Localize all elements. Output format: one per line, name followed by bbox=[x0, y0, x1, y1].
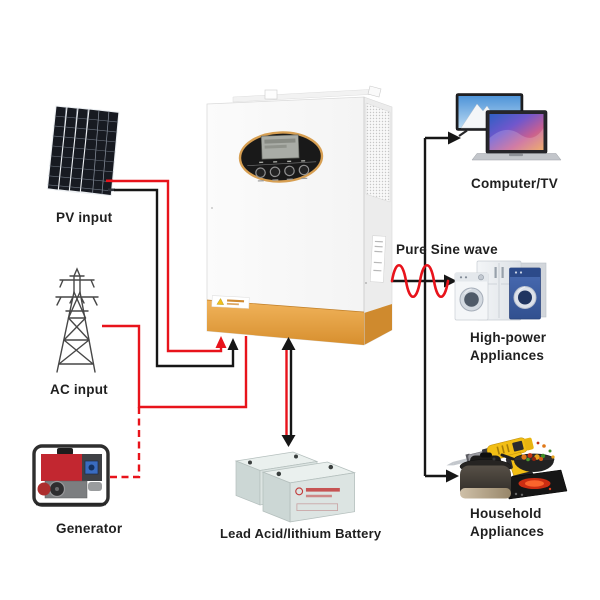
induction-cooker-icon bbox=[502, 469, 568, 500]
inverter-display bbox=[238, 131, 324, 183]
power-tower-icon bbox=[55, 267, 99, 373]
household-label-line2: Appliances bbox=[470, 523, 545, 539]
generator-icon bbox=[32, 444, 110, 507]
high-power-label-line2: Appliances bbox=[470, 347, 545, 363]
pv-wire-red bbox=[112, 179, 227, 353]
battery-icon bbox=[234, 451, 357, 523]
battery-arrow bbox=[281, 337, 296, 447]
inverter-icon bbox=[206, 85, 393, 346]
rice-cooker-icon bbox=[459, 452, 512, 499]
wok-icon bbox=[500, 441, 555, 472]
warning-label bbox=[211, 295, 250, 309]
sine-wave-icon bbox=[390, 263, 450, 299]
laptop-icon bbox=[471, 110, 562, 161]
washer-icon bbox=[454, 272, 489, 321]
high-power-label-line1: High-power bbox=[470, 330, 547, 345]
household-label: Household Appliances bbox=[470, 505, 544, 540]
high-power-appliances-icon bbox=[454, 260, 547, 321]
generator-wire-dashed bbox=[109, 407, 141, 479]
ac-input-label: AC input bbox=[50, 382, 108, 397]
high-power-label: High-power Appliances bbox=[470, 329, 546, 364]
generator-label: Generator bbox=[56, 521, 123, 536]
side-spec-label bbox=[370, 235, 386, 283]
computer-tv-label: Computer/TV bbox=[471, 176, 558, 191]
output-bus-arrows bbox=[391, 131, 461, 483]
pv-wire-black bbox=[114, 188, 239, 368]
inverter-orange-band bbox=[207, 300, 364, 345]
sine-wave-label: Pure Sine wave bbox=[396, 242, 498, 257]
battery-label: Lead Acid/lithium Battery bbox=[220, 526, 382, 541]
household-appliances-icon bbox=[446, 437, 568, 500]
solar-panel-icon bbox=[46, 105, 120, 197]
blue-washer-icon bbox=[509, 267, 541, 320]
vent-grille bbox=[366, 103, 390, 202]
pv-input-label: PV input bbox=[56, 210, 113, 225]
display-buttons bbox=[255, 164, 310, 182]
household-label-line1: Household bbox=[470, 506, 542, 521]
